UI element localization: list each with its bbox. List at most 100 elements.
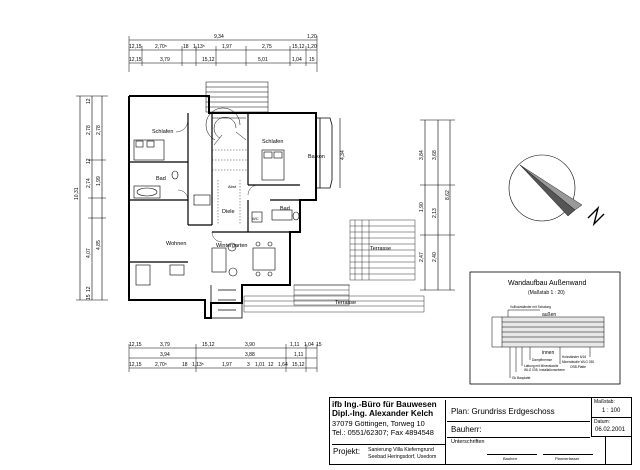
project-label: Projekt: (333, 447, 361, 456)
dim-rf-3: 1,90 (419, 202, 425, 212)
project-line-1: Sanierung Villa Kieferngrund (368, 447, 434, 453)
room-bad-left: Bad (156, 176, 166, 182)
dim-top-r2-4: 5,01 (258, 57, 268, 63)
room-balkon: Balkon (308, 154, 325, 160)
dim-bot-r2-2: 3,88 (245, 352, 255, 358)
dim-left-5: 4,07 (86, 248, 92, 258)
builder-field: Bauherr: (447, 422, 590, 438)
wall-detail-inside: innen (542, 350, 554, 356)
dim-bot-r3-8: 12 (268, 362, 274, 368)
dim-top-4: 1,13⁵ (193, 44, 205, 50)
title-block: ifb Ing.-Büro für Bauwesen Dipl.-Ing. Al… (329, 397, 606, 465)
company-name: ifb Ing.-Büro für Bauwesen (332, 400, 437, 409)
dim-bot-r3-7: 1,01 (255, 362, 265, 368)
wall-layer-6: Holzständer 6/16 (562, 355, 586, 359)
dim-bot-r3-10: 15,12 (292, 362, 305, 368)
plan-title: Plan: Grundriss Erdgeschoss (447, 400, 590, 422)
dim-top-r2-2: 3,79 (160, 57, 170, 63)
project-info: Projekt: Sanierung Villa Kieferngrund Se… (332, 444, 446, 464)
signature-caption-builder: Bauherr (503, 456, 518, 461)
signature-line-builder (487, 454, 537, 455)
dim-bot-r3-4: 1,13⁵ (192, 362, 204, 368)
dim-bot-r2-1: 3,94 (160, 352, 170, 358)
dim-rf-7: 8,62 (445, 190, 451, 200)
dim-left-4: 2,74 (86, 178, 92, 188)
wall-layer-1: Vollholzständer mit Schalung (510, 305, 551, 309)
wall-detail-title: Wandaufbau Außenwand (508, 280, 586, 287)
wall-layer-2: Dampfbremse (532, 358, 552, 362)
wall-layer-7: Mineralwolle WLG 035 (562, 360, 594, 364)
scale-value: 1 : 100 (602, 408, 621, 414)
dim-top-r2-3: 15,12 (202, 57, 215, 63)
dim-rf-2: 3,68 (432, 150, 438, 160)
wall-layer-3: Lattung mit Mineralwolle (524, 364, 559, 368)
room-wc: WC (252, 216, 259, 221)
scale-cell: Maßstab: 1 : 100 (591, 398, 631, 418)
engineer-name: Dipl.-Ing. Alexander Kelch (332, 409, 434, 419)
wall-detail-scale: (Maßstab 1 : 20) (528, 290, 565, 296)
dim-left-b2: 1,99 (96, 176, 102, 186)
room-wintergarten: Wintergarten (216, 243, 248, 249)
dim-left-3: 12 (86, 158, 92, 164)
dim-bot-7: 15 (316, 342, 322, 348)
dim-bot-6: 1,04 (304, 342, 314, 348)
dim-rf-1: 3,84 (419, 150, 425, 160)
room-diele: Diele (222, 209, 235, 215)
room-terrasse-upper: Terrasse (370, 246, 391, 252)
dim-bot-r3-3: 18 (182, 362, 188, 368)
dim-left-1: 12 (86, 98, 92, 104)
dim-left-overall: 10,31 (74, 187, 80, 200)
company-address: 37079 Göttingen, Torweg 10 (332, 418, 425, 428)
dim-left-7: 15 (86, 294, 92, 300)
dim-top-r2-5: 1,04 (292, 57, 302, 63)
scale-label: Maßstab: (594, 399, 615, 405)
signatures-label: Unterschriften (451, 439, 485, 445)
date-value: 06.02.2001 (595, 427, 626, 433)
room-wohnen: Wohnen (166, 241, 186, 247)
signature-area: Unterschriften Bauherr Planverfasser (447, 438, 605, 464)
dim-bot-1: 12,15 (129, 342, 142, 348)
company-phone: Tel.: 0551/62307; Fax 4894548 (332, 428, 434, 438)
dim-right-1: 4,34 (340, 150, 346, 160)
room-terrasse-lower: Terrasse (335, 300, 356, 306)
dim-left-b3: 4,85 (96, 240, 102, 250)
dim-bot-r3-1: 12,15 (129, 362, 142, 368)
room-schlafen-left: Schlafen (152, 129, 173, 135)
wall-layer-4: WLG 035, Installationsebene (524, 368, 565, 372)
date-label: Datum: (594, 419, 611, 425)
plan-name: Plan: Grundriss Erdgeschoss (451, 407, 555, 416)
signature-caption-planner: Planverfasser (555, 456, 580, 461)
dim-bot-r3-9: 1,64 (278, 362, 288, 368)
dim-top-1: 12,15 (129, 44, 142, 50)
wall-detail-outside: außen (542, 312, 556, 318)
room-abst: Abst (228, 184, 237, 189)
dim-bot-r3-5: 1,97 (222, 362, 232, 368)
dim-top-5: 1,97 (222, 44, 232, 50)
company-info: ifb Ing.-Büro für Bauwesen Dipl.-Ing. Al… (332, 400, 446, 444)
dim-bot-r3-6: 3 (247, 362, 250, 368)
dim-bot-r3-2: 2,70⁵ (155, 362, 167, 368)
title-block-frame-right (591, 397, 632, 465)
wall-layer-8: OSB-Platte (570, 365, 586, 369)
room-bad-right: Bad (280, 206, 290, 212)
dim-rf-4: 2,13 (432, 208, 438, 218)
dim-bot-3: 15,12 (202, 342, 215, 348)
dim-bot-2: 3,79 (160, 342, 170, 348)
dim-top-overall: 9,34 (214, 34, 224, 40)
signature-line-planner (543, 454, 593, 455)
room-schlafen-right: Schlafen (262, 139, 283, 145)
dim-top-8: 1,20 (307, 44, 317, 50)
dim-top-r2-6: 15 (309, 57, 315, 63)
dim-top-2: 2,70⁵ (155, 44, 167, 50)
date-cell: Datum: 06.02.2001 (591, 418, 631, 437)
dim-bot-5: 1,11 (290, 342, 300, 348)
dim-top-6: 2,75 (262, 44, 272, 50)
dim-left-6: 12 (86, 286, 92, 292)
dim-top-7: 15,12 (292, 44, 305, 50)
dim-bot-r2-3: 1,11 (294, 352, 304, 358)
project-line-2: Seebad Heringsdorf, Usedom (368, 454, 437, 460)
dim-rf-5: 2,47 (419, 252, 425, 262)
dim-left-b1: 2,78 (96, 125, 102, 135)
dim-top-3: 18 (183, 44, 189, 50)
